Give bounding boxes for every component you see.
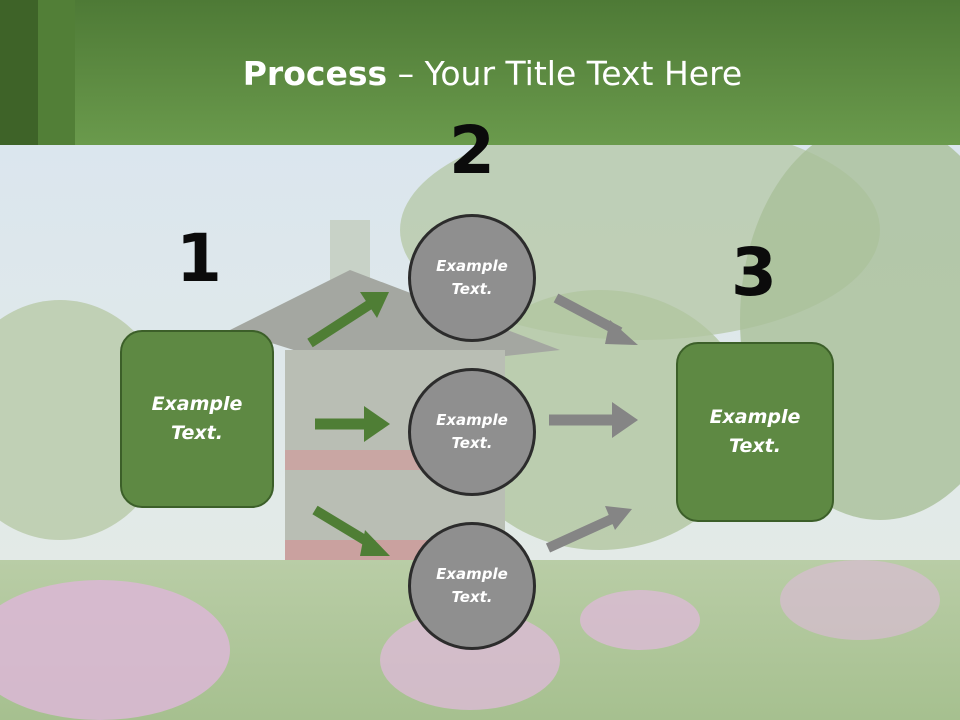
step-circle-bottom-text: Example Text.: [436, 565, 508, 606]
title-bar-accent-dark: [0, 0, 38, 145]
step-box-1[interactable]: Example Text.: [120, 330, 274, 508]
slide-title: Process – Your Title Text Here: [0, 52, 960, 96]
step-box-1-text: Example Text.: [151, 393, 243, 444]
step-circle-middle-text: Example Text.: [436, 411, 508, 452]
step-circle-bottom[interactable]: Example Text.: [408, 522, 536, 650]
slide-title-rest: – Your Title Text Here: [387, 54, 743, 93]
step-number-1: 1: [176, 220, 222, 297]
step-box-3-text: Example Text.: [709, 406, 801, 457]
step-box-3[interactable]: Example Text.: [676, 342, 834, 522]
arrow-to-circle-bottom: [312, 505, 390, 556]
arrow-to-circle-middle: [315, 406, 390, 442]
slide-title-bold: Process: [242, 54, 388, 93]
step-circle-middle[interactable]: Example Text.: [408, 368, 536, 496]
step-number-2: 2: [449, 112, 495, 189]
title-bar: [0, 0, 960, 145]
arrow-from-circle-middle: [549, 402, 638, 438]
step-circle-top[interactable]: Example Text.: [408, 214, 536, 342]
title-bar-accent-mid: [38, 0, 75, 145]
arrow-from-circle-bottom: [545, 506, 632, 553]
step-circle-top-text: Example Text.: [436, 257, 508, 298]
arrow-to-circle-top: [307, 292, 389, 348]
step-number-3: 3: [731, 234, 777, 311]
arrow-from-circle-top: [553, 293, 638, 345]
